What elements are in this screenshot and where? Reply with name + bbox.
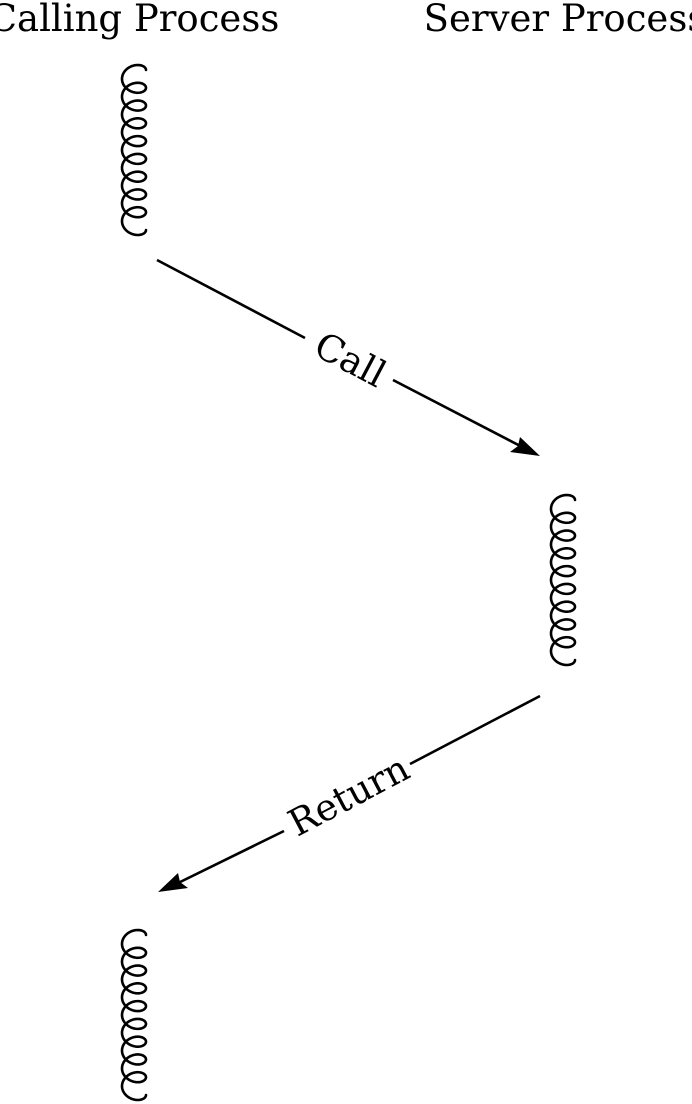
return-arrowhead [158, 873, 188, 892]
return-arrow: Return [158, 694, 541, 892]
server-process-label: Server Process [424, 0, 692, 40]
server-process-activity-coil [549, 493, 577, 667]
return-arrow-line-start [409, 694, 541, 766]
calling-process-activity-coil-1 [120, 63, 148, 237]
calling-process-label: Calling Process [0, 0, 279, 40]
return-label: Return [281, 746, 416, 845]
call-arrow-line-start [156, 258, 306, 340]
call-arrow: Call [156, 258, 540, 456]
return-arrow-line-end [171, 829, 285, 888]
call-arrow-line-end [392, 378, 529, 452]
call-label: Call [307, 324, 393, 397]
call-arrowhead [510, 437, 540, 456]
calling-process-activity-coil-2 [120, 928, 148, 1102]
